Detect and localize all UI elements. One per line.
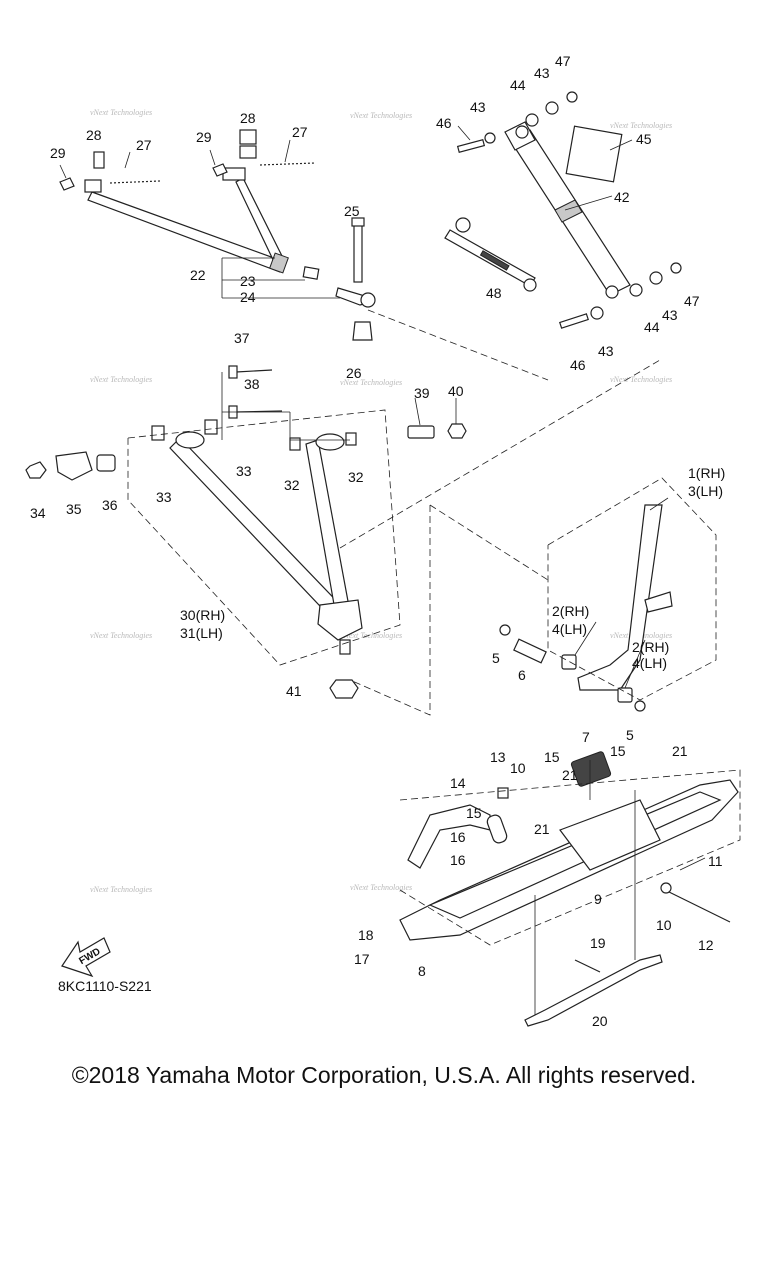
callout-4a: 4(LH)	[552, 621, 587, 637]
callout-32b: 32	[348, 469, 364, 485]
svg-text:vNext Technologies: vNext Technologies	[340, 631, 402, 640]
callout-44a: 44	[510, 77, 526, 93]
upper-a-arm	[59, 129, 376, 341]
svg-text:vNext Technologies: vNext Technologies	[610, 375, 672, 384]
callout-2b: 2(RH)	[632, 639, 669, 655]
callout-47b: 47	[684, 293, 700, 309]
callout-3: 3(LH)	[688, 483, 723, 499]
callout-44b: 44	[644, 319, 660, 335]
callout-43c: 43	[598, 343, 614, 359]
callout-38: 38	[244, 376, 260, 392]
callout-15b: 15	[610, 743, 626, 759]
callout-8: 8	[418, 963, 426, 979]
callout-46a: 46	[436, 115, 452, 131]
callout-47a: 47	[555, 53, 571, 69]
callout-40: 40	[448, 383, 464, 399]
callout-45: 45	[636, 131, 652, 147]
leader-lines	[59, 125, 706, 1015]
svg-text:vNext Technologies: vNext Technologies	[350, 111, 412, 120]
callout-35: 35	[66, 501, 82, 517]
copyright-notice: ©2018 Yamaha Motor Corporation, U.S.A. A…	[71, 1062, 697, 1088]
callout-42: 42	[614, 189, 630, 205]
callout-48: 48	[486, 285, 502, 301]
callout-labels: 1(RH) 3(LH) 2(RH) 4(LH) 2(RH) 4(LH) 5 5 …	[30, 53, 725, 1029]
svg-text:vNext Technologies: vNext Technologies	[90, 631, 152, 640]
callout-33a: 33	[236, 463, 252, 479]
callout-28a: 28	[86, 127, 102, 143]
callout-20: 20	[592, 1013, 608, 1029]
fwd-arrow-icon: FWD	[61, 937, 111, 978]
callout-14: 14	[450, 775, 466, 791]
callout-16a: 16	[450, 829, 466, 845]
callout-26: 26	[346, 365, 362, 381]
steering-arm	[444, 217, 537, 292]
callout-46b: 46	[570, 357, 586, 373]
diagram-reference-code: 8KC1110-S221	[58, 978, 152, 994]
callout-5b: 5	[626, 727, 634, 743]
callout-16b: 16	[450, 852, 466, 868]
ski	[399, 751, 739, 1027]
lower-a-arm	[25, 365, 467, 699]
callout-12: 12	[698, 937, 714, 953]
callout-33b: 33	[156, 489, 172, 505]
svg-text:vNext Technologies: vNext Technologies	[610, 121, 672, 130]
callout-10b: 10	[656, 917, 672, 933]
callout-21a: 21	[562, 767, 578, 783]
callout-43a: 43	[470, 99, 486, 115]
callout-13: 13	[490, 749, 506, 765]
callout-31: 31(LH)	[180, 625, 223, 641]
callout-5a: 5	[492, 650, 500, 666]
callout-34: 34	[30, 505, 46, 521]
callout-4b: 4(LH)	[632, 655, 667, 671]
callout-24: 24	[240, 289, 256, 305]
callout-28b: 28	[240, 110, 256, 126]
callout-39: 39	[414, 385, 430, 401]
callout-1: 1(RH)	[688, 465, 725, 481]
callout-15a: 15	[544, 749, 560, 765]
svg-text:vNext Technologies: vNext Technologies	[90, 885, 152, 894]
callout-21b: 21	[672, 743, 688, 759]
callout-32a: 32	[284, 477, 300, 493]
callout-19: 19	[590, 935, 606, 951]
callout-22: 22	[190, 267, 206, 283]
shock-absorber	[456, 91, 682, 329]
callout-43b: 43	[534, 65, 550, 81]
callout-29b: 29	[196, 129, 212, 145]
callout-21c: 21	[534, 821, 550, 837]
callout-11: 11	[708, 853, 723, 869]
parts-diagram: vNext Technologies vNext Technologies vN…	[25, 53, 741, 1029]
callout-23: 23	[240, 273, 256, 289]
callout-37: 37	[234, 330, 250, 346]
callout-18: 18	[358, 927, 374, 943]
callout-10a: 10	[510, 760, 526, 776]
callout-27a: 27	[136, 137, 152, 153]
callout-2a: 2(RH)	[552, 603, 589, 619]
callout-9: 9	[594, 891, 602, 907]
callout-43d: 43	[662, 307, 678, 323]
dashed-guides	[127, 309, 741, 946]
svg-text:vNext Technologies: vNext Technologies	[90, 375, 152, 384]
callout-27b: 27	[292, 124, 308, 140]
svg-text:vNext Technologies: vNext Technologies	[90, 108, 152, 117]
watermark-layer: vNext Technologies vNext Technologies vN…	[90, 108, 672, 894]
svg-text:vNext Technologies: vNext Technologies	[350, 883, 412, 892]
callout-15c: 15	[466, 805, 482, 821]
callout-25: 25	[344, 203, 360, 219]
callout-29a: 29	[50, 145, 66, 161]
callout-30: 30(RH)	[180, 607, 225, 623]
callout-6: 6	[518, 667, 526, 683]
callout-17: 17	[354, 951, 370, 967]
callout-36: 36	[102, 497, 118, 513]
callout-41: 41	[286, 683, 302, 699]
svg-text:vNext Technologies: vNext Technologies	[340, 378, 402, 387]
callout-7: 7	[582, 729, 590, 745]
